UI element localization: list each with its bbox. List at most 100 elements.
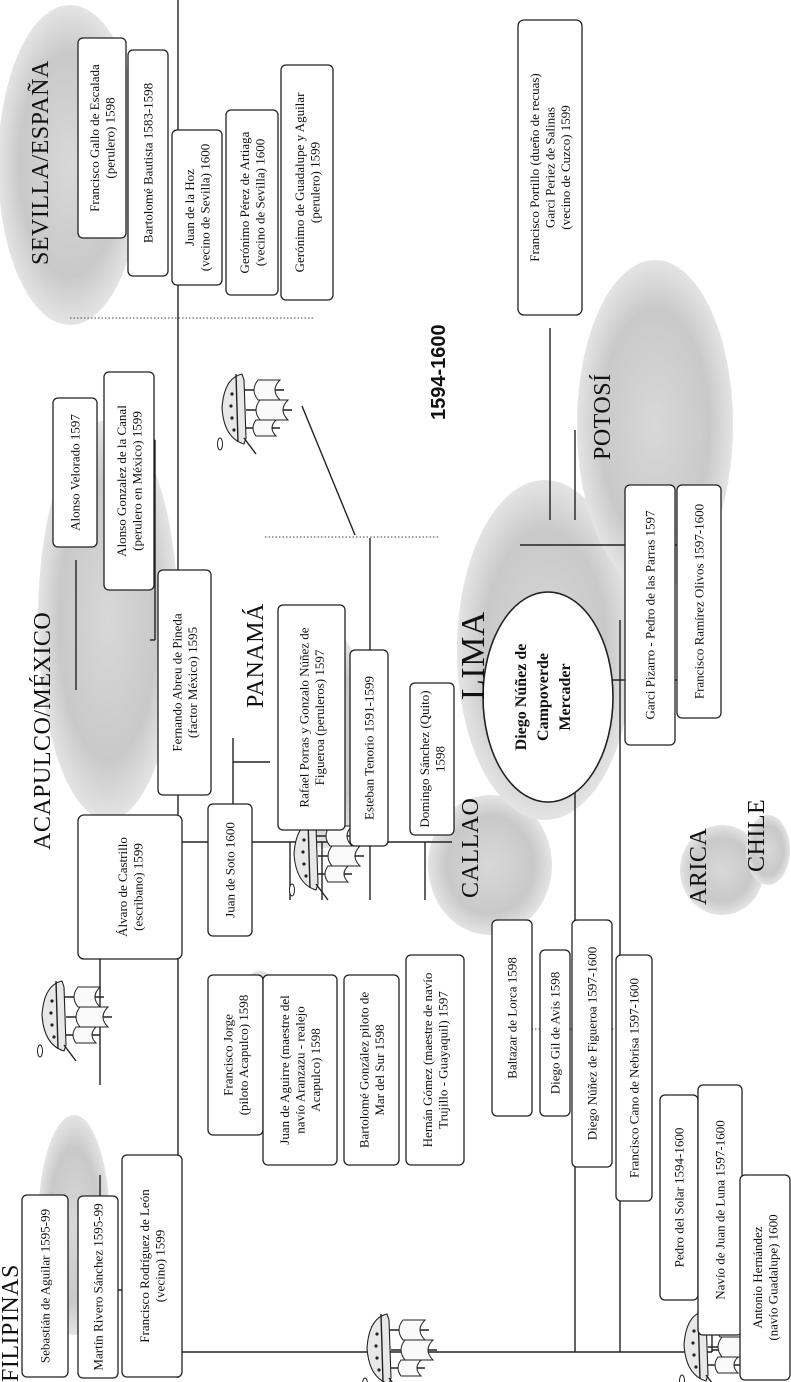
panama-tenorio-label-line: Esteban Tenorio 1591-1599 [362,676,377,820]
potosi-pizarro-box[interactable] [624,484,676,746]
panama-sanchez-label-line: 1598 [432,746,447,772]
chile-hernandez-label-line: (navío Guadalupe) 1600 [765,1214,780,1340]
filipinas-aguilar-box[interactable] [21,1194,69,1378]
acapulco-gonzalez-box[interactable] [103,371,155,591]
center-line-2: Campoverde [535,653,552,741]
gonzalez-piloto-label-line: Mar del Sur 1598 [372,1024,387,1115]
callao-figueroa-label: Diego Núñez de Figueroa 1597-1600 [585,947,600,1141]
acapulco-pineda-label-line: Fernando Abreu de Pineda [169,613,184,752]
gomez-label-line: Trujillo - Guayaquil) 1597 [435,991,450,1129]
panama-tenorio-label: Esteban Tenorio 1591-1599 [362,676,377,820]
jorge-label: Francisco Jorge(piloto Acapulco) 1598 [220,995,251,1116]
soto-label: Juan de Soto 1600 [223,822,238,918]
sevilla-guadalupe-label-line: Gerónimo de Guadalupe y Aguilar [292,92,307,272]
acapulco-castrillo-label-line: Álvaro de Castrillo [115,837,130,937]
sevilla-bautista-box[interactable] [127,49,169,277]
callao-gil-box[interactable] [539,949,571,1117]
filipinas-rodriguez-label-line: Francisco Rodríguez de León [137,1189,152,1343]
sevilla-guadalupe-box[interactable] [280,64,334,301]
chile-hernandez-label: Antonio Hernández(navío Guadalupe) 1600 [750,1214,781,1340]
filipinas-rodriguez-box[interactable] [121,1154,183,1378]
filipinas-aguilar-label-line: Sebastián de Aguilar 1595-99 [38,1209,53,1363]
callao-nebrisa-label-line: Francisco Cano de Nebrisa 1597-1600 [627,978,642,1178]
gomez-box[interactable] [405,954,465,1166]
aguirre-label-line: Juan de Aguirre (maestre del [277,995,292,1145]
acapulco-gonzalez-label: Alonso Gonzalez de la Canal(perulero en … [114,405,145,557]
sevilla-guadalupe-label: Gerónimo de Guadalupe y Aguilar(perulero… [292,92,323,272]
acapulco-pineda-box[interactable] [157,569,212,796]
ship-icon [36,980,113,1062]
period-label: 1594-1600 [428,324,450,420]
arica-navio-label: Navío de Juan de Luna 1597-1600 [713,1120,728,1299]
region-label-chile: CHILE [744,799,770,872]
filipinas-rodriguez-label-line: (vecino) 1599 [152,1230,167,1303]
panama-porras-label-line: Figueroa (peruleros) 1597 [312,649,327,785]
callao-gil-label: Diego Gil de Avis 1598 [548,972,563,1095]
sevilla-artiaga-label-line: Gerónimo Pérez de Artiaga [237,131,252,273]
gonzalez-piloto-label-line: Bartolomé González piloto de [356,992,371,1149]
sevilla-hoz-box[interactable] [171,129,223,286]
region-label-potosi: POTOSÍ [590,373,616,460]
acapulco-castrillo-label: Álvaro de Castrillo(escribano) 1599 [115,837,146,937]
potosi-olivos-box[interactable] [676,484,722,719]
callao-lorca-box[interactable] [491,919,533,1117]
potosi-pizarro-label-line: Garci Pizarro - Pedro de las Parras 1597 [643,510,658,720]
panama-tenorio-box[interactable] [349,649,389,847]
acapulco-gonzalez-label-line: Alonso Gonzalez de la Canal [114,405,129,557]
panama-sanchez-label: Domingo Sánchez (Quito)1598 [417,690,448,827]
soto-box[interactable] [207,803,253,937]
gonzalez-piloto-box[interactable] [343,974,400,1166]
filipinas-rivero-box[interactable] [77,1195,119,1379]
filipinas-rodriguez-label: Francisco Rodríguez de León(vecino) 1599 [137,1189,168,1343]
region-labels: FILIPINAS ACAPULCO/MÉXICO SEVILLA/ESPAÑA… [0,60,770,1382]
panama-porras-label-line: Rafael Porras y Gonzalo Núñez de [296,627,311,807]
gomez-label-line: Hernán Gómez (maestre de navío [420,973,435,1148]
potosi-olivos-label-line: Francisco Ramírez Olivos 1597-1600 [692,504,707,699]
acapulco-velorado-label: Alonso Velorado 1597 [68,414,83,531]
sevilla-bautista-label: Bartolomé Bautista 1583-1598 [141,83,156,243]
arica-solar-label-line: Pedro del Solar 1594-1600 [672,1128,687,1268]
acapulco-velorado-label-line: Alonso Velorado 1597 [68,414,83,531]
potosi-olivos-label: Francisco Ramírez Olivos 1597-1600 [692,504,707,699]
arica-solar-label: Pedro del Solar 1594-1600 [672,1128,687,1268]
aguirre-box[interactable] [262,974,338,1166]
panama-sanchez-box[interactable] [409,682,455,836]
acapulco-castrillo-label-line: (escribano) 1599 [130,843,145,931]
sevilla-gallo-label-line: (perulero) 1598 [102,97,117,178]
chile-hernandez-box[interactable] [739,1174,791,1381]
acapulco-velorado-box[interactable] [52,397,98,548]
region-label-callao: CALLAO [458,798,484,898]
soto-label-line: Juan de Soto 1600 [223,822,238,918]
filipinas-rivero-label: Martín Rivero Sánchez 1595-99 [91,1203,106,1370]
sevilla-hoz-label: Juan de la Hoz(vecino de Sevilla) 1600 [182,144,213,271]
acapulco-gonzalez-label-line: (perulero en México) 1599 [129,411,144,551]
potosi-portillo-box[interactable] [517,19,583,316]
acapulco-pineda-label: Fernando Abreu de Pineda(factor México) … [169,613,200,752]
acapulco-castrillo-box[interactable] [77,814,183,960]
chile-hernandez-label-line: Antonio Hernández [750,1226,765,1328]
callao-lorca-label: Baltazar de Lorca 1598 [505,957,520,1079]
callao-figueroa-label-line: Diego Núñez de Figueroa 1597-1600 [585,947,600,1141]
potosi-pizarro-label: Garci Pizarro - Pedro de las Parras 1597 [643,510,658,720]
arica-navio-label-line: Navío de Juan de Luna 1597-1600 [713,1120,728,1299]
sevilla-artiaga-box[interactable] [225,109,279,296]
panama-porras-box[interactable] [277,604,346,831]
panama-sanchez-label-line: Domingo Sánchez (Quito) [417,690,432,827]
lima-center-ellipse[interactable] [482,591,614,803]
ship-icon [361,1313,438,1382]
potosi-portillo-label-line: (vecino de Cuzco) 1599 [558,105,573,230]
sevilla-guadalupe-label-line: (perulero) 1599 [307,142,322,223]
callao-nebrisa-box[interactable] [615,954,653,1202]
callao-figueroa-box[interactable] [571,919,613,1168]
jorge-label-line: Francisco Jorge [220,1014,235,1096]
sevilla-hoz-label-line: Juan de la Hoz [182,169,197,246]
sevilla-gallo-box[interactable] [77,37,127,239]
filipinas-rivero-label-line: Martín Rivero Sánchez 1595-99 [91,1203,106,1370]
jorge-label-line: (piloto Acapulco) 1598 [236,995,251,1116]
aguirre-label-line: navío Aranzazu - realejo [293,1006,308,1133]
aguirre-label-line: Acapulco) 1598 [308,1028,323,1111]
